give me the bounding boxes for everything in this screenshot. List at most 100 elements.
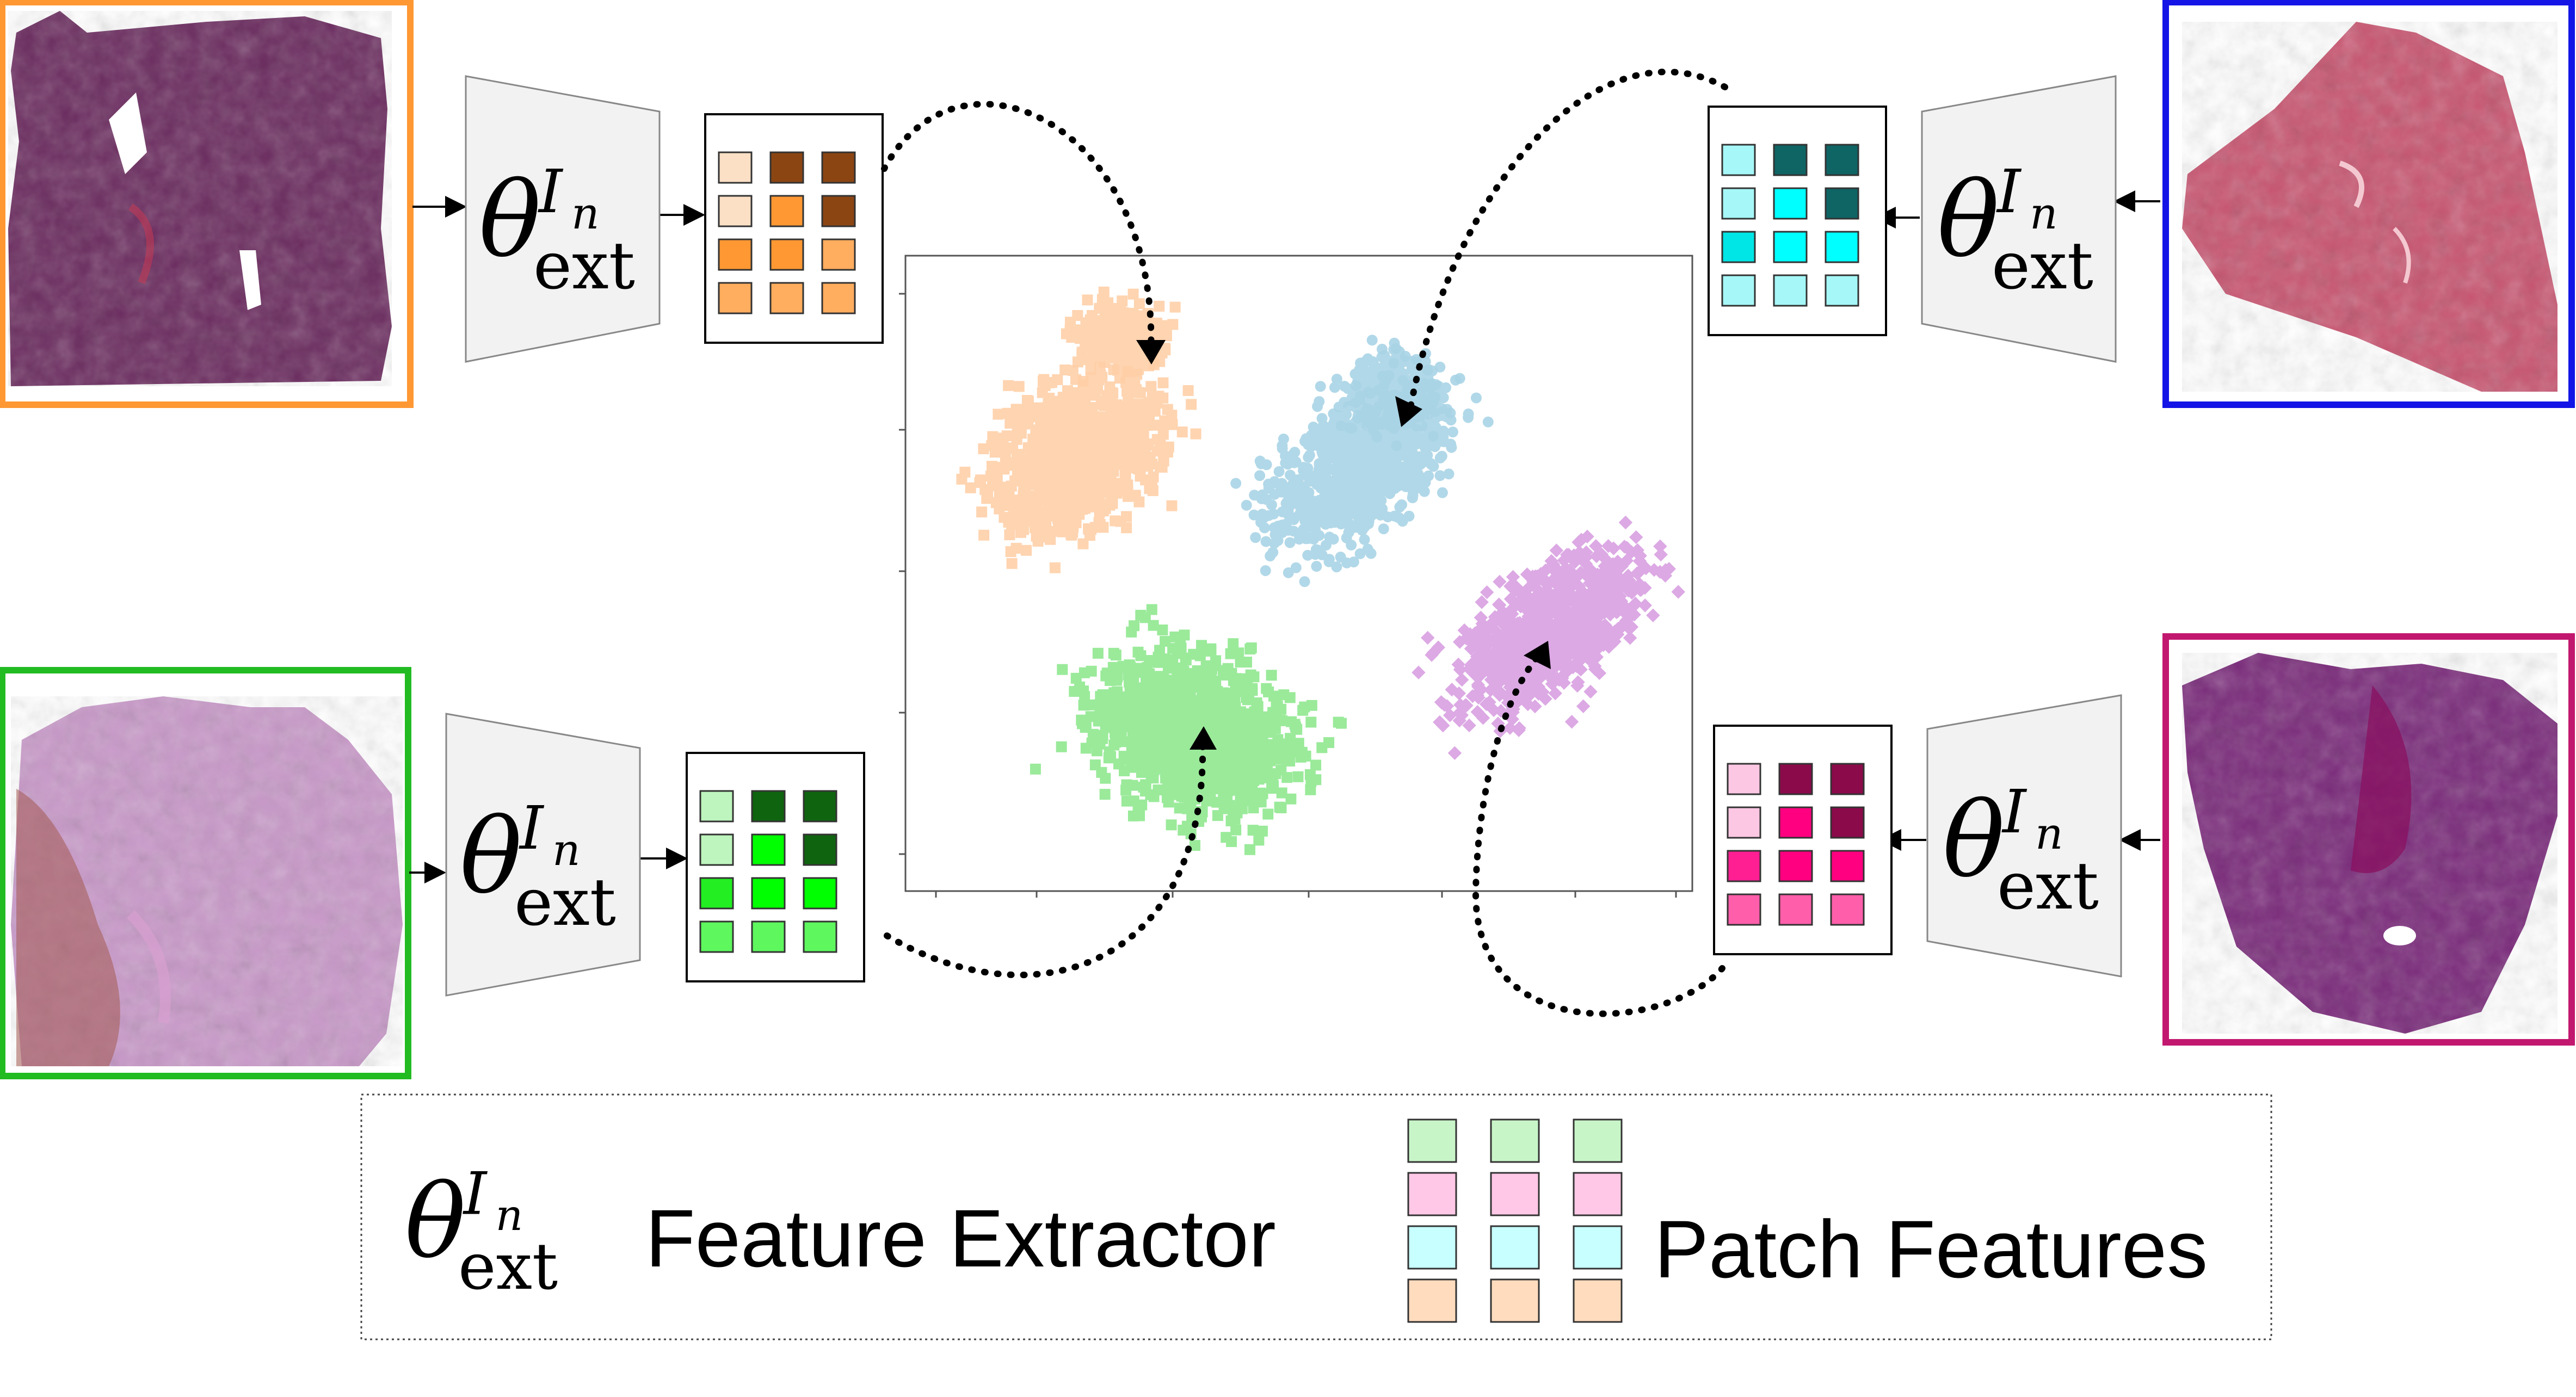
patch-feature-cell xyxy=(1830,763,1865,795)
patch-feature-cell xyxy=(1778,850,1813,882)
patch-feature-grid-top-left xyxy=(704,113,884,344)
theta-subscript: ext xyxy=(458,1229,558,1304)
patch-feature-cell xyxy=(1727,850,1761,882)
legend-patch-swatch xyxy=(1407,1118,1457,1163)
legend-patch-swatch xyxy=(1490,1118,1540,1163)
theta-sup-sub: n xyxy=(552,825,581,875)
patch-feature-cell xyxy=(1825,231,1859,263)
patch-feature-cell xyxy=(1721,144,1756,176)
patch-feature-grid-top-right xyxy=(1708,106,1887,336)
patch-feature-cell xyxy=(1825,144,1859,176)
patch-feature-cell xyxy=(1830,893,1865,926)
patch-feature-grid-bottom-left xyxy=(686,752,865,982)
theta-superscript: I xyxy=(1996,157,2022,226)
legend-patch-swatch xyxy=(1407,1172,1457,1216)
patch-feature-cell xyxy=(803,833,837,866)
theta-base: θ xyxy=(1937,160,1999,280)
patch-feature-cell xyxy=(1721,274,1756,307)
patch-feature-cell xyxy=(1778,806,1813,839)
arrowhead-bottom-right xyxy=(1524,641,1551,669)
patch-feature-cell xyxy=(718,195,753,227)
arrowhead-bottom-left xyxy=(1190,726,1217,750)
theta-superscript: I xyxy=(538,157,564,226)
patch-feature-cell xyxy=(751,790,786,823)
patch-feature-cell xyxy=(751,833,786,866)
theta-subscript: ext xyxy=(1992,228,2093,304)
legend-patch-label: Patch Features xyxy=(1654,1203,2208,1295)
cluster-lightgreen xyxy=(1030,604,1347,855)
slide-top-left xyxy=(0,0,414,408)
patch-feature-cell xyxy=(821,151,856,184)
patch-feature-cell xyxy=(1727,806,1761,839)
patch-feature-cell xyxy=(751,877,786,910)
cluster-peach xyxy=(956,350,1201,573)
patch-feature-cell xyxy=(699,833,734,866)
patch-feature-grid-bottom-right xyxy=(1713,725,1893,955)
theta-superscript: I xyxy=(2001,777,2027,846)
theta-sup-sub: n xyxy=(2030,188,2058,239)
patch-feature-cell xyxy=(803,920,837,953)
patch-feature-cell xyxy=(821,195,856,227)
theta-subscript: ext xyxy=(533,228,635,304)
dotted-arrow-top-right xyxy=(1406,69,1728,417)
patch-feature-cell xyxy=(821,282,856,314)
patch-feature-cell xyxy=(1721,231,1756,263)
extractor-trapezoid xyxy=(1921,75,2117,363)
patch-feature-cell xyxy=(769,238,804,271)
legend-patch-swatch xyxy=(1407,1278,1457,1323)
legend-patch-swatch xyxy=(1407,1225,1457,1270)
theta-subscript: ext xyxy=(1997,849,2099,924)
patch-feature-cell xyxy=(1721,187,1756,220)
theta-base: θ xyxy=(479,160,541,280)
legend-patch-swatch xyxy=(1573,1225,1623,1270)
patch-feature-cell xyxy=(1773,144,1808,176)
legend-patch-swatch xyxy=(1490,1172,1540,1216)
arrowhead-top-left xyxy=(1136,340,1166,364)
patch-feature-cell xyxy=(1727,763,1761,795)
patch-feature-cell xyxy=(1773,231,1808,263)
patch-feature-cell xyxy=(1727,893,1761,926)
theta-base: θ xyxy=(460,796,522,917)
patch-feature-cell xyxy=(1778,763,1813,795)
extractor-trapezoid xyxy=(445,713,641,997)
legend-patch-swatch xyxy=(1490,1225,1540,1270)
legend-patch-swatch xyxy=(1573,1172,1623,1216)
theta-sup-sub: n xyxy=(571,188,600,239)
patch-feature-cell xyxy=(751,920,786,953)
dotted-arrow-top-left xyxy=(881,101,1155,357)
patch-feature-cell xyxy=(769,195,804,227)
legend-frame xyxy=(360,1093,2272,1340)
patch-feature-cell xyxy=(803,790,837,823)
theta-subscript: ext xyxy=(514,865,616,941)
patch-feature-cell xyxy=(1825,274,1859,307)
patch-feature-cell xyxy=(699,877,734,910)
patch-feature-cell xyxy=(1830,850,1865,882)
legend-patch-swatch xyxy=(1573,1118,1623,1163)
patch-feature-cell xyxy=(1773,187,1808,220)
patch-feature-cell xyxy=(718,238,753,271)
theta-superscript: I xyxy=(519,793,545,863)
legend-patch-swatch xyxy=(1490,1278,1540,1323)
slide-bottom-right xyxy=(2162,633,2575,1046)
connectors xyxy=(409,190,2160,883)
patch-feature-cell xyxy=(769,282,804,314)
patch-feature-cell xyxy=(699,920,734,953)
patch-feature-cell xyxy=(1773,274,1808,307)
patch-feature-cell xyxy=(1825,187,1859,220)
arrowhead-top-right xyxy=(1395,396,1422,427)
patch-feature-cell xyxy=(1778,893,1813,926)
theta-base: θ xyxy=(405,1163,466,1281)
patch-feature-cell xyxy=(718,282,753,314)
patch-feature-cell xyxy=(718,151,753,184)
